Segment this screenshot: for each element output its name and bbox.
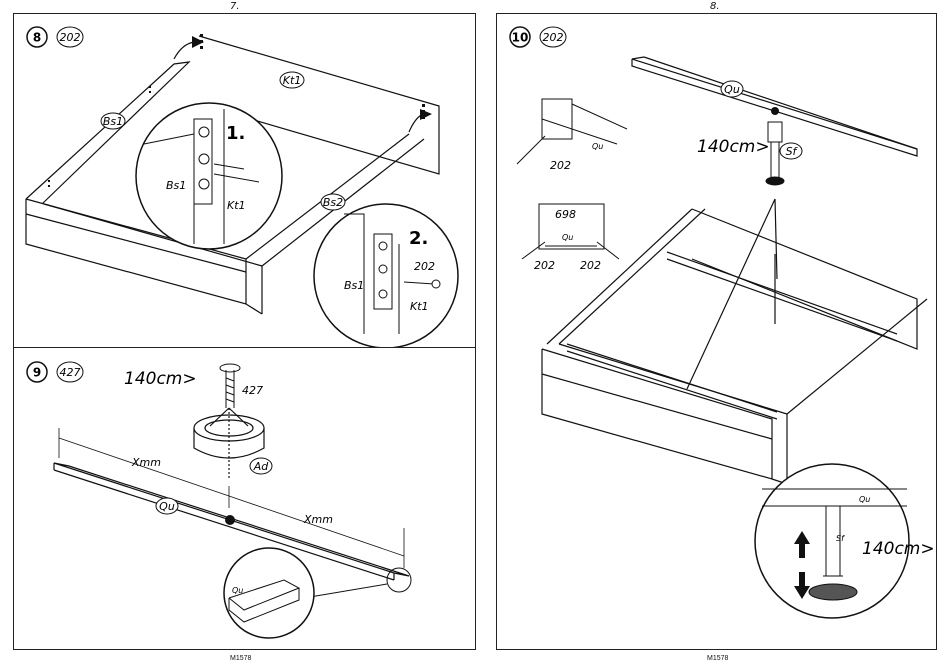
substep-1-marker: 1. — [226, 123, 245, 144]
step-9-size: 140cm> — [124, 369, 197, 389]
label-bs2: Bs2 — [323, 196, 343, 209]
rail-label: Qu — [159, 500, 175, 513]
zoom1-label-kt1: Kt1 — [227, 199, 246, 212]
screw-427 — [220, 364, 240, 408]
substep-2-marker: 2. — [409, 228, 428, 249]
step-8-drawing: 8 202 Kt1 Bs1 — [14, 14, 477, 349]
label-kt1: Kt1 — [283, 74, 302, 87]
zoom2-label-kt1: Kt1 — [410, 300, 429, 313]
step-8-number: 8 — [33, 31, 41, 45]
page-number-right: 8. — [710, 1, 720, 12]
step-9-number: 9 — [33, 366, 41, 380]
bracket-2-screw-right: 202 — [580, 259, 601, 272]
zoom2-label-bs1: Bs1 — [344, 279, 364, 292]
foot-zoom-sf: Sf — [836, 534, 845, 543]
step-8-part-code: 202 — [60, 31, 81, 44]
foot-zoom-size: 140cm> — [862, 539, 935, 559]
distance-left: Xmm — [131, 456, 161, 469]
step-10-panel: 10 202 Qu 140cm> Sf Qu 202 — [496, 13, 937, 650]
bracket-2-code: 698 — [555, 208, 576, 221]
page-number-left: 7. — [230, 1, 240, 12]
step-10-drawing: 10 202 Qu 140cm> Sf Qu 202 — [497, 14, 938, 651]
step-10-number: 10 — [512, 31, 529, 45]
label-bs1: Bs1 — [103, 115, 123, 128]
foot-zoom-rail: Qu — [859, 495, 870, 504]
step-8-panel: 8 202 Kt1 Bs1 — [13, 13, 476, 348]
footer-code-left: M1578 — [230, 655, 251, 662]
size-top: 140cm> — [697, 137, 770, 157]
footer-code-right: M1578 — [707, 655, 728, 662]
step-9-panel: 9 427 140cm> 427 Ad — [13, 347, 476, 650]
step-9-drawing: 9 427 140cm> 427 Ad — [14, 348, 477, 651]
bracket-1-screw: 202 — [550, 159, 571, 172]
screw-427-label: 427 — [242, 384, 263, 397]
bracket-2-rail: Qu — [562, 233, 573, 242]
rail-zoom-label: Qu — [232, 586, 243, 595]
bracket-1 — [517, 99, 627, 164]
top-rail-label: Qu — [724, 83, 740, 96]
zoom1-label-bs1: Bs1 — [166, 179, 186, 192]
step-10-part-code: 202 — [543, 31, 564, 44]
distance-right: Xmm — [303, 513, 333, 526]
zoom2-label-screw: 202 — [414, 260, 435, 273]
adapter-label: Ad — [253, 460, 270, 473]
step-9-part-code: 427 — [60, 366, 81, 379]
bracket-1-rail: Qu — [592, 142, 603, 151]
bracket-2-screw-left: 202 — [534, 259, 555, 272]
